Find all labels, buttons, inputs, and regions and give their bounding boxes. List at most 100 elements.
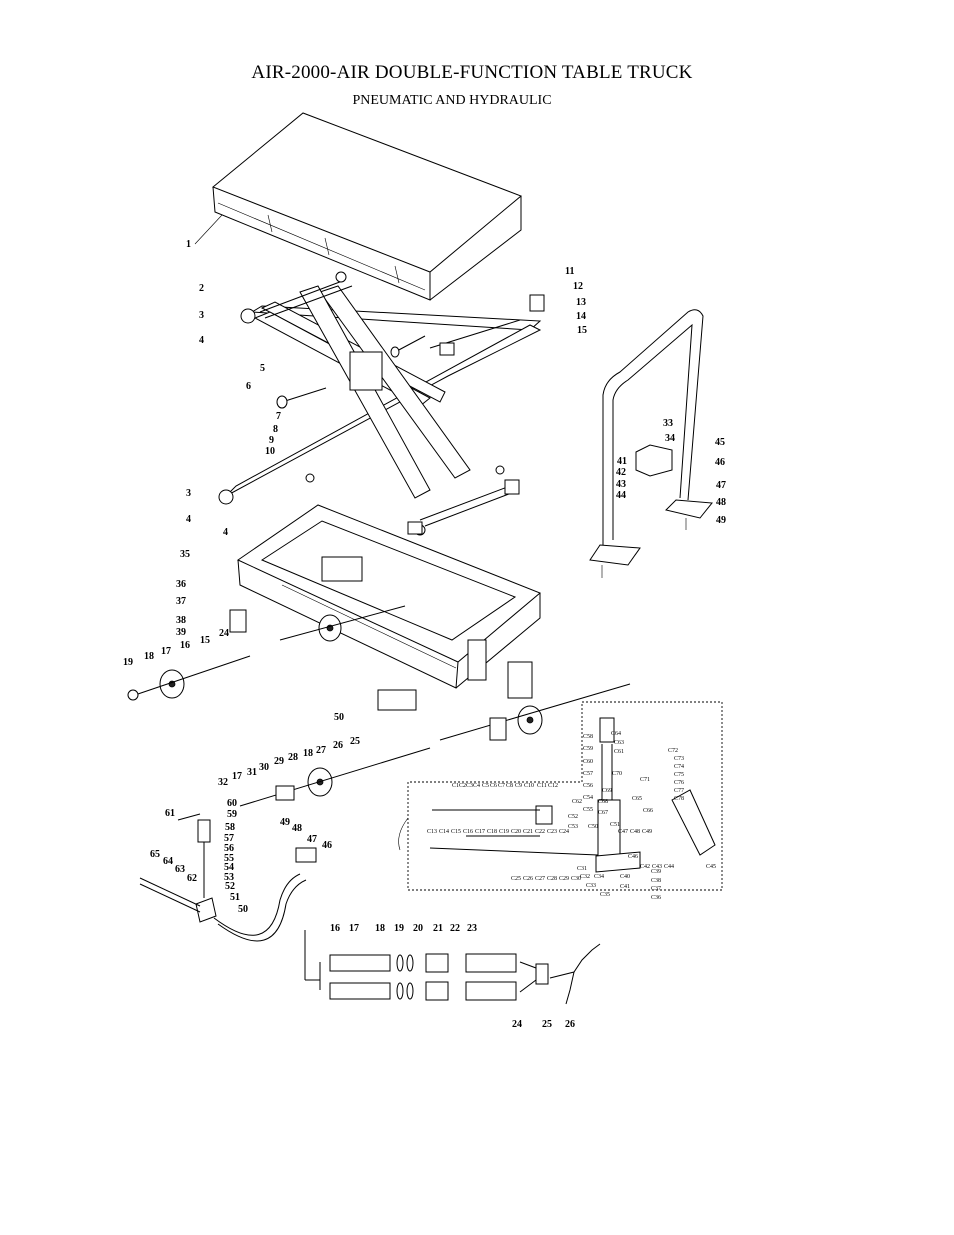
callout-16: 16 bbox=[180, 640, 190, 651]
callout-15: 15 bbox=[200, 635, 210, 646]
small-callout-C33: C33 bbox=[586, 883, 596, 889]
small-callout-C27: C27 bbox=[535, 876, 545, 882]
callout-16: 16 bbox=[330, 923, 340, 934]
callout-32: 32 bbox=[218, 777, 228, 788]
scissor-assembly bbox=[218, 271, 545, 536]
small-callout-C68: C68 bbox=[598, 799, 608, 805]
callout-48: 48 bbox=[716, 497, 726, 508]
small-callout-C4: C4 bbox=[473, 783, 480, 789]
callout-21: 21 bbox=[433, 923, 443, 934]
callout-26: 26 bbox=[333, 740, 343, 751]
small-callout-C28: C28 bbox=[547, 876, 557, 882]
callout-20: 20 bbox=[413, 923, 423, 934]
callout-64: 64 bbox=[163, 856, 173, 867]
callout-62: 62 bbox=[187, 873, 197, 884]
small-callout-C38: C38 bbox=[651, 878, 661, 884]
small-callout-C44: C44 bbox=[664, 864, 674, 870]
callout-63: 63 bbox=[175, 864, 185, 875]
callout-4: 4 bbox=[186, 514, 191, 525]
callout-23: 23 bbox=[467, 923, 477, 934]
callout-49: 49 bbox=[280, 817, 290, 828]
callout-43: 43 bbox=[616, 479, 626, 490]
callout-4: 4 bbox=[199, 335, 204, 346]
small-callout-C9: C9 bbox=[515, 783, 522, 789]
small-callout-C75: C75 bbox=[674, 772, 684, 778]
small-callout-C57: C57 bbox=[583, 771, 593, 777]
small-callout-C53: C53 bbox=[568, 824, 578, 830]
small-callout-C2: C2 bbox=[459, 783, 466, 789]
callout-50: 50 bbox=[238, 904, 248, 915]
small-callout-C51: C51 bbox=[610, 822, 620, 828]
callout-25: 25 bbox=[350, 736, 360, 747]
small-callout-C17: C17 bbox=[475, 829, 485, 835]
small-callout-C13: C13 bbox=[427, 829, 437, 835]
hydraulic-cylinders bbox=[304, 930, 601, 1005]
callout-24: 24 bbox=[219, 628, 229, 639]
callout-52: 52 bbox=[225, 881, 235, 892]
callout-5: 5 bbox=[260, 363, 265, 374]
small-callout-C35: C35 bbox=[600, 892, 610, 898]
callout-19: 19 bbox=[394, 923, 404, 934]
small-callout-C62: C62 bbox=[572, 799, 582, 805]
callout-38: 38 bbox=[176, 615, 186, 626]
callout-30: 30 bbox=[259, 762, 269, 773]
small-callout-C72: C72 bbox=[668, 748, 678, 754]
pump-detail bbox=[398, 701, 723, 891]
small-callout-C76: C76 bbox=[674, 780, 684, 786]
small-callout-C39: C39 bbox=[651, 869, 661, 875]
callout-57: 57 bbox=[224, 833, 234, 844]
callout-36: 36 bbox=[176, 579, 186, 590]
callout-58: 58 bbox=[225, 822, 235, 833]
air-valve-assembly bbox=[139, 813, 317, 942]
callout-18: 18 bbox=[144, 651, 154, 662]
small-callout-C15: C15 bbox=[451, 829, 461, 835]
callout-13: 13 bbox=[576, 297, 586, 308]
callout-41: 41 bbox=[617, 456, 627, 467]
table-top bbox=[194, 112, 522, 301]
small-callout-C10: C10 bbox=[524, 783, 534, 789]
small-callout-C70: C70 bbox=[612, 771, 622, 777]
small-callout-C23: C23 bbox=[547, 829, 557, 835]
callout-60: 60 bbox=[227, 798, 237, 809]
diagram-subtitle: PNEUMATIC AND HYDRAULIC bbox=[352, 93, 552, 108]
small-callout-C36: C36 bbox=[651, 895, 661, 901]
callout-48: 48 bbox=[292, 823, 302, 834]
callout-54: 54 bbox=[224, 862, 234, 873]
callout-6: 6 bbox=[246, 381, 251, 392]
callout-1: 1 bbox=[186, 239, 191, 250]
small-callout-C21: C21 bbox=[523, 829, 533, 835]
callout-39: 39 bbox=[176, 627, 186, 638]
small-callout-C45: C45 bbox=[706, 864, 716, 870]
callout-47: 47 bbox=[307, 834, 317, 845]
small-callout-C30: C30 bbox=[571, 876, 581, 882]
callout-25: 25 bbox=[542, 1019, 552, 1030]
callout-59: 59 bbox=[227, 809, 237, 820]
small-callout-C5: C5 bbox=[482, 783, 489, 789]
small-callout-C7: C7 bbox=[498, 783, 505, 789]
small-callout-C78: C78 bbox=[674, 796, 684, 802]
small-callout-C74: C74 bbox=[674, 764, 684, 770]
callout-26: 26 bbox=[565, 1019, 575, 1030]
callout-18: 18 bbox=[375, 923, 385, 934]
callout-31: 31 bbox=[247, 767, 257, 778]
callout-9: 9 bbox=[269, 435, 274, 446]
callout-28: 28 bbox=[288, 752, 298, 763]
small-callout-C31: C31 bbox=[577, 866, 587, 872]
callout-44: 44 bbox=[616, 490, 626, 501]
small-callout-C48: C48 bbox=[630, 829, 640, 835]
callout-29: 29 bbox=[274, 756, 284, 767]
callout-45: 45 bbox=[715, 437, 725, 448]
small-callout-C43: C43 bbox=[652, 864, 662, 870]
callout-37: 37 bbox=[176, 596, 186, 607]
small-callout-C66: C66 bbox=[643, 808, 653, 814]
callout-34: 34 bbox=[665, 433, 675, 444]
small-callout-C52: C52 bbox=[568, 814, 578, 820]
small-callout-C14: C14 bbox=[439, 829, 449, 835]
small-callout-C67: C67 bbox=[598, 810, 608, 816]
callout-42: 42 bbox=[616, 467, 626, 478]
small-callout-C34: C34 bbox=[594, 874, 604, 880]
callout-53: 53 bbox=[224, 872, 234, 883]
small-callout-C50: C50 bbox=[588, 824, 598, 830]
